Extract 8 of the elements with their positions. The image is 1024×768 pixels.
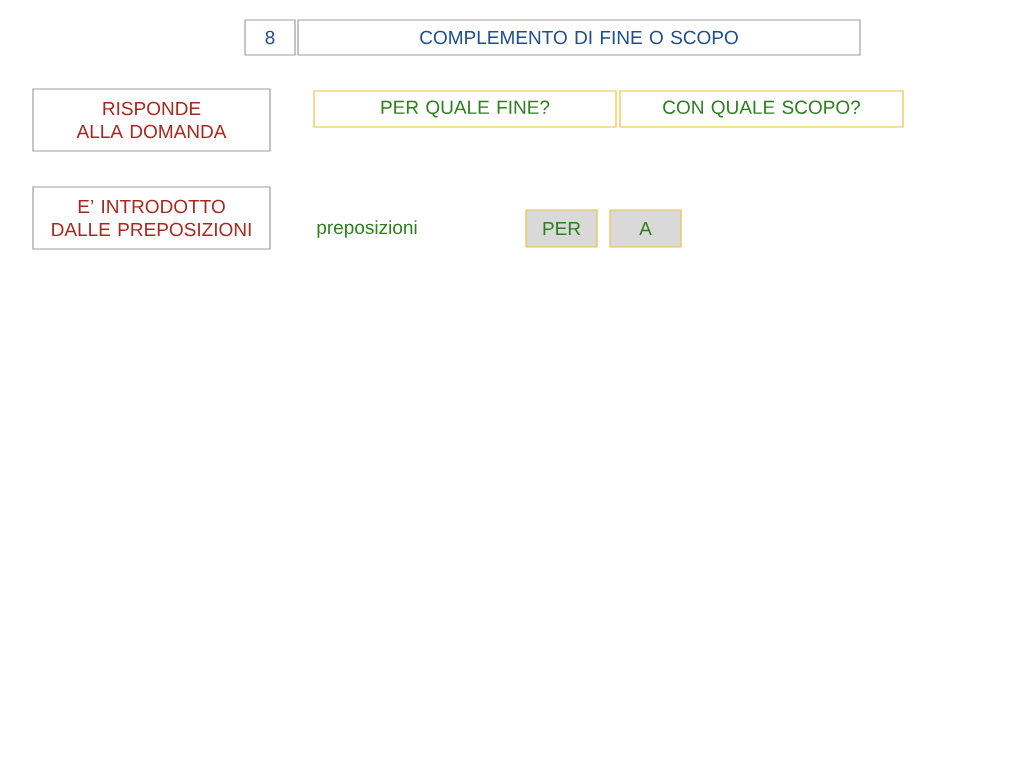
question-box: PER QUALE FINE? — [313, 90, 617, 128]
question-box: CON QUALE SCOPO? — [619, 90, 904, 128]
definition-box: E’ INTRODOTTO DALLE PREPOSIZIONI — [32, 186, 271, 250]
preposition-box: PER — [525, 209, 598, 248]
definition-box: RISPONDE ALLA DOMANDA — [32, 88, 271, 152]
preposition-box: A — [609, 209, 682, 248]
title-box: 8 — [244, 19, 296, 56]
note-text: preposizioni — [317, 220, 417, 238]
